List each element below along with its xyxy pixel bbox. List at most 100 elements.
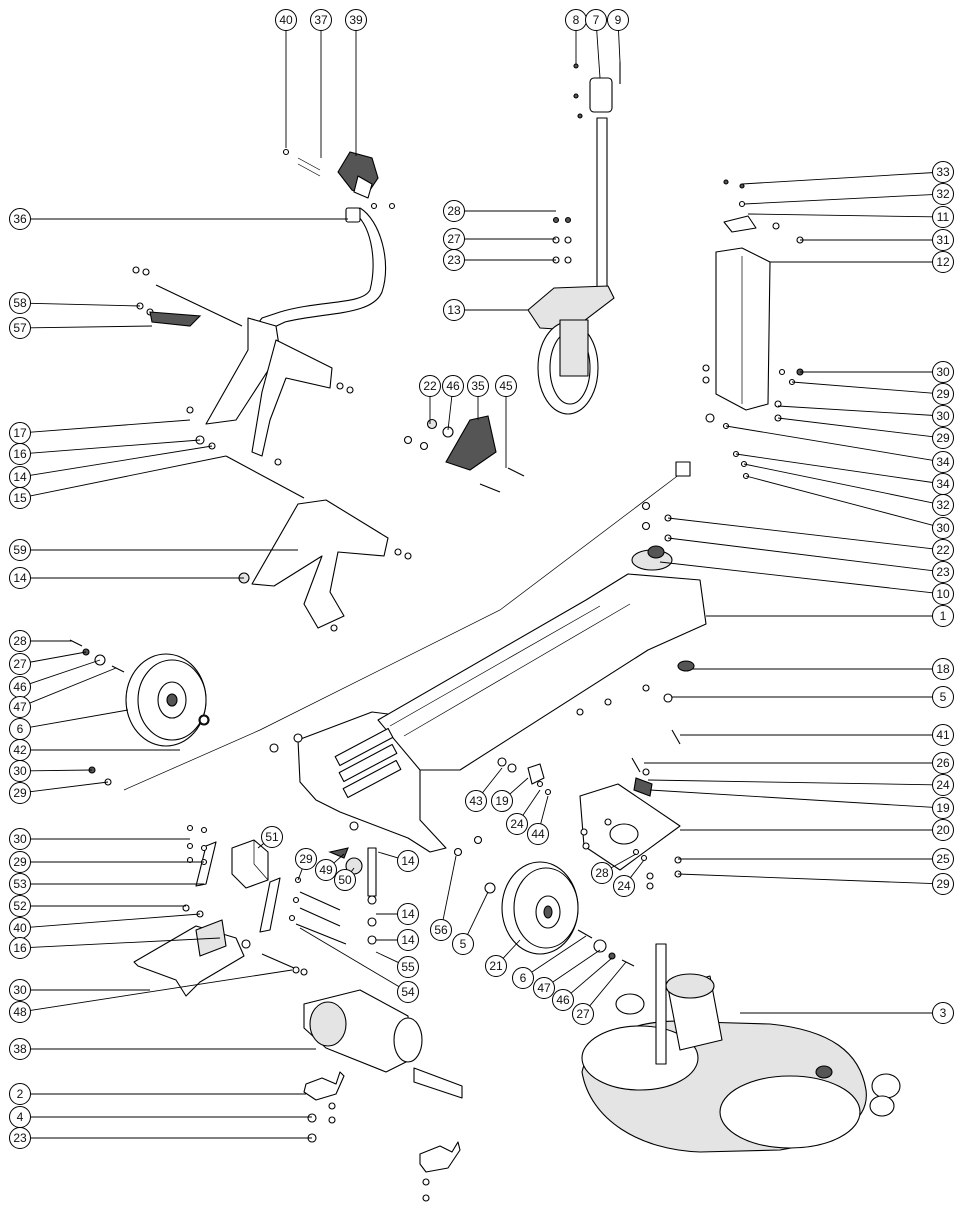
callout-number: 30 — [13, 832, 27, 846]
callout-circle — [585, 9, 607, 31]
rear-wheel-right — [501, 861, 579, 955]
callout-leader-11 — [747, 213, 933, 218]
callout-number: 30 — [13, 983, 27, 997]
callout-leader-58 — [30, 302, 141, 307]
callout-circle — [607, 9, 629, 31]
callout-number: 2 — [17, 1087, 24, 1101]
callout-circle — [932, 451, 954, 473]
callout-number: 40 — [279, 13, 293, 27]
callout-circle — [512, 967, 534, 989]
callout-circle — [932, 724, 954, 746]
callout-number: 32 — [936, 498, 950, 512]
handle-grip — [282, 148, 396, 210]
callout-circle — [9, 208, 31, 230]
callout-circle — [261, 826, 283, 848]
callout-number: 6 — [17, 722, 24, 736]
callout-6: 6 — [9, 718, 31, 740]
callout-leader-21 — [502, 939, 521, 959]
callout-number: 39 — [349, 13, 363, 27]
callout-49: 49 — [315, 859, 337, 881]
callout-10: 10 — [932, 583, 954, 605]
callout-51: 51 — [261, 826, 283, 848]
callout-circle — [485, 955, 507, 977]
callout-circle — [932, 383, 954, 405]
callout-14: 14 — [397, 929, 419, 951]
callout-circle — [9, 487, 31, 509]
callout-leader-10 — [659, 561, 933, 594]
callout-circle — [443, 249, 465, 271]
callout-circle — [932, 494, 954, 516]
callout-circle — [419, 375, 441, 397]
callout-48: 48 — [9, 1001, 31, 1023]
callout-leader-6 — [531, 935, 587, 973]
callout-number: 20 — [936, 823, 950, 837]
callout-number: 56 — [434, 923, 448, 937]
callout-leader-28 — [610, 853, 637, 869]
callout-23: 23 — [443, 249, 465, 271]
callout-57: 57 — [9, 317, 31, 339]
callout-number: 27 — [576, 1007, 590, 1021]
callout-circle — [533, 977, 555, 999]
callout-29: 29 — [932, 873, 954, 895]
callout-43: 43 — [465, 790, 487, 812]
callout-leader-47 — [29, 667, 117, 704]
callout-number: 21 — [489, 959, 503, 973]
callout-39: 39 — [345, 9, 367, 31]
callout-circle — [932, 539, 954, 561]
callout-leader-16 — [30, 937, 221, 948]
callout-29: 29 — [932, 383, 954, 405]
callout-number: 29 — [936, 431, 950, 445]
callout-24: 24 — [613, 875, 635, 897]
callout-circle — [334, 869, 356, 891]
callout-number: 29 — [936, 387, 950, 401]
callout-number: 5 — [940, 690, 947, 704]
callout-leader-23 — [667, 537, 933, 572]
callout-14: 14 — [397, 850, 419, 872]
callout-46: 46 — [9, 676, 31, 698]
callout-30: 30 — [9, 979, 31, 1001]
callout-leader-29 — [30, 781, 109, 793]
callout-circle — [310, 9, 332, 31]
callout-leader-30 — [745, 475, 933, 526]
callout-number: 14 — [401, 854, 415, 868]
callout-leader-48 — [30, 969, 293, 1011]
callout-circle — [397, 929, 419, 951]
callout-circle — [397, 903, 419, 925]
callout-number: 58 — [13, 296, 27, 310]
callout-leader-57 — [30, 325, 153, 329]
callout-21: 21 — [485, 955, 507, 977]
callout-leader-49 — [333, 853, 345, 864]
callout-circle — [9, 292, 31, 314]
callout-leader-56 — [442, 855, 457, 920]
callout-number: 12 — [936, 255, 950, 269]
callout-leader-43 — [482, 767, 503, 794]
callout-34: 34 — [932, 473, 954, 495]
callout-number: 55 — [401, 960, 415, 974]
callout-number: 14 — [13, 470, 27, 484]
callout-number: 29 — [936, 877, 950, 891]
callout-2: 2 — [9, 1083, 31, 1105]
callout-circle — [9, 1083, 31, 1105]
callout-number: 47 — [537, 981, 551, 995]
callout-17: 17 — [9, 422, 31, 444]
callout-circle — [932, 427, 954, 449]
callout-number: 32 — [936, 187, 950, 201]
callout-leader-6 — [30, 709, 129, 728]
callout-leader-19 — [509, 777, 529, 795]
callout-14: 14 — [9, 567, 31, 589]
callout-circle — [467, 375, 489, 397]
callout-5: 5 — [452, 933, 474, 955]
callout-circle — [932, 206, 954, 228]
callout-14: 14 — [397, 903, 419, 925]
callout-number: 23 — [447, 253, 461, 267]
callout-circle — [9, 895, 31, 917]
callout-40: 40 — [9, 917, 31, 939]
callout-circle — [613, 875, 635, 897]
callout-29: 29 — [9, 851, 31, 873]
callout-leader-46 — [570, 957, 613, 994]
callout-47: 47 — [533, 977, 555, 999]
callout-53: 53 — [9, 873, 31, 895]
callout-circle — [932, 752, 954, 774]
